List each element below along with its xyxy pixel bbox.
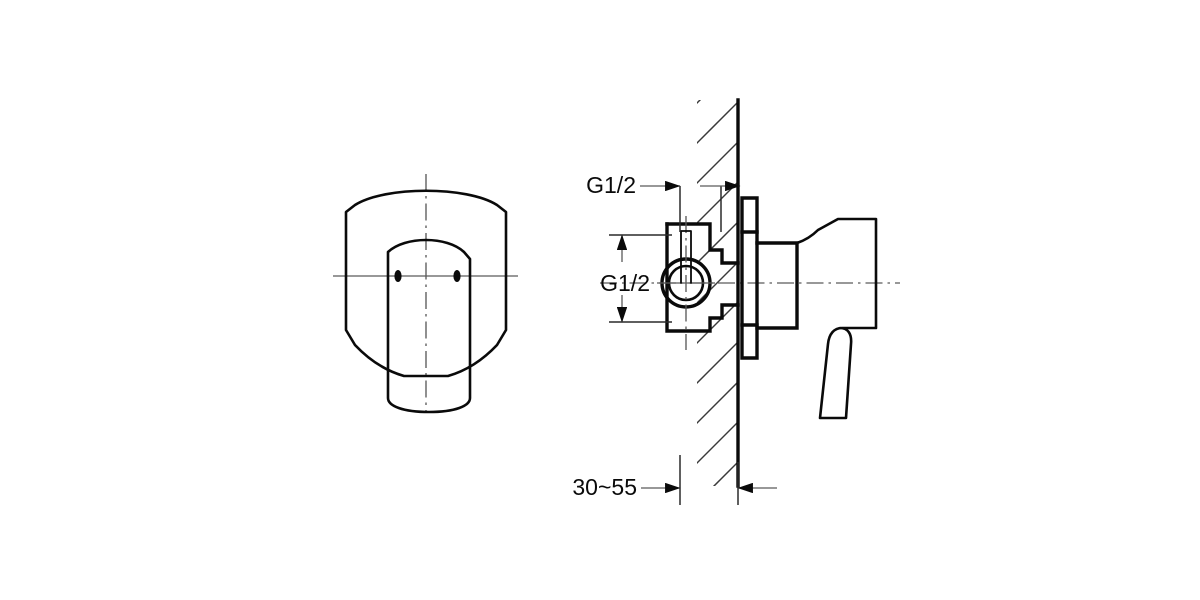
front-view xyxy=(333,174,518,414)
dimension-inlet-side: G1/2 xyxy=(600,234,672,323)
dimension-inlet-top: G1/2 xyxy=(586,172,741,232)
side-lever-handle xyxy=(795,217,878,420)
dimension-wall-depth-label: 30~55 xyxy=(572,474,637,500)
dimension-inlet-side-label: G1/2 xyxy=(600,270,650,296)
front-escutcheon-plate xyxy=(344,189,508,378)
front-indicator-dot-left xyxy=(394,270,402,282)
valve-body-top xyxy=(665,222,740,265)
dimension-inlet-top-label: G1/2 xyxy=(586,172,636,198)
wall-hatching xyxy=(697,100,738,486)
wall-section xyxy=(697,98,740,488)
front-lever-handle xyxy=(386,238,472,414)
side-view xyxy=(600,98,900,488)
front-indicator-dot-right xyxy=(453,270,461,282)
wall-flange-plate xyxy=(740,196,759,360)
cartridge-stem xyxy=(680,230,692,284)
handle-hub-body xyxy=(755,241,799,330)
valve-body-bottom xyxy=(665,222,740,333)
dimension-wall-depth: 30~55 xyxy=(572,455,777,505)
